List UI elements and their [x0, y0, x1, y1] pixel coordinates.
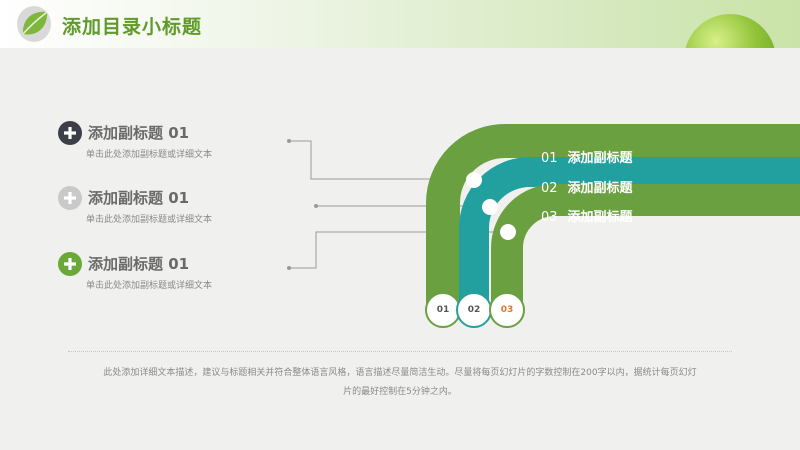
subtitle-item-desc: 单击此处添加副标题或详细文本	[86, 215, 213, 225]
header-bar: 添加目录小标题	[0, 0, 800, 48]
footer-line-2: 片的最好控制在5分钟之内。	[343, 387, 457, 397]
leaf-icon	[17, 6, 51, 42]
subtitle-item-title: 添加副标题 01	[88, 255, 190, 273]
subtitle-item-desc: 单击此处添加副标题或详细文本	[86, 281, 213, 291]
plus-icon	[58, 252, 82, 276]
band-2	[459, 157, 800, 310]
footer-line-1: 此处添加详细文本描述，建议与标题相关并符合整体语言风格，语言描述尽量简洁生动。尽…	[103, 368, 697, 378]
subtitle-item-title: 添加副标题 01	[88, 189, 190, 207]
number-circle-3: 03	[489, 292, 525, 328]
plus-icon	[58, 186, 82, 210]
number-circle-2: 02	[456, 292, 492, 328]
band-1	[426, 124, 800, 310]
connector-lines	[289, 140, 508, 269]
band-3	[491, 184, 800, 310]
footer-description: 此处添加详细文本描述，建议与标题相关并符合整体语言风格，语言描述尽量简洁生动。尽…	[68, 364, 732, 402]
number-circle-1: 01	[425, 292, 461, 328]
subtitle-item-desc: 单击此处添加副标题或详细文本	[86, 150, 213, 160]
page-title: 添加目录小标题	[62, 16, 203, 38]
divider	[68, 351, 732, 352]
plus-icon	[58, 121, 82, 145]
subtitle-item-title: 添加副标题 01	[88, 124, 190, 142]
